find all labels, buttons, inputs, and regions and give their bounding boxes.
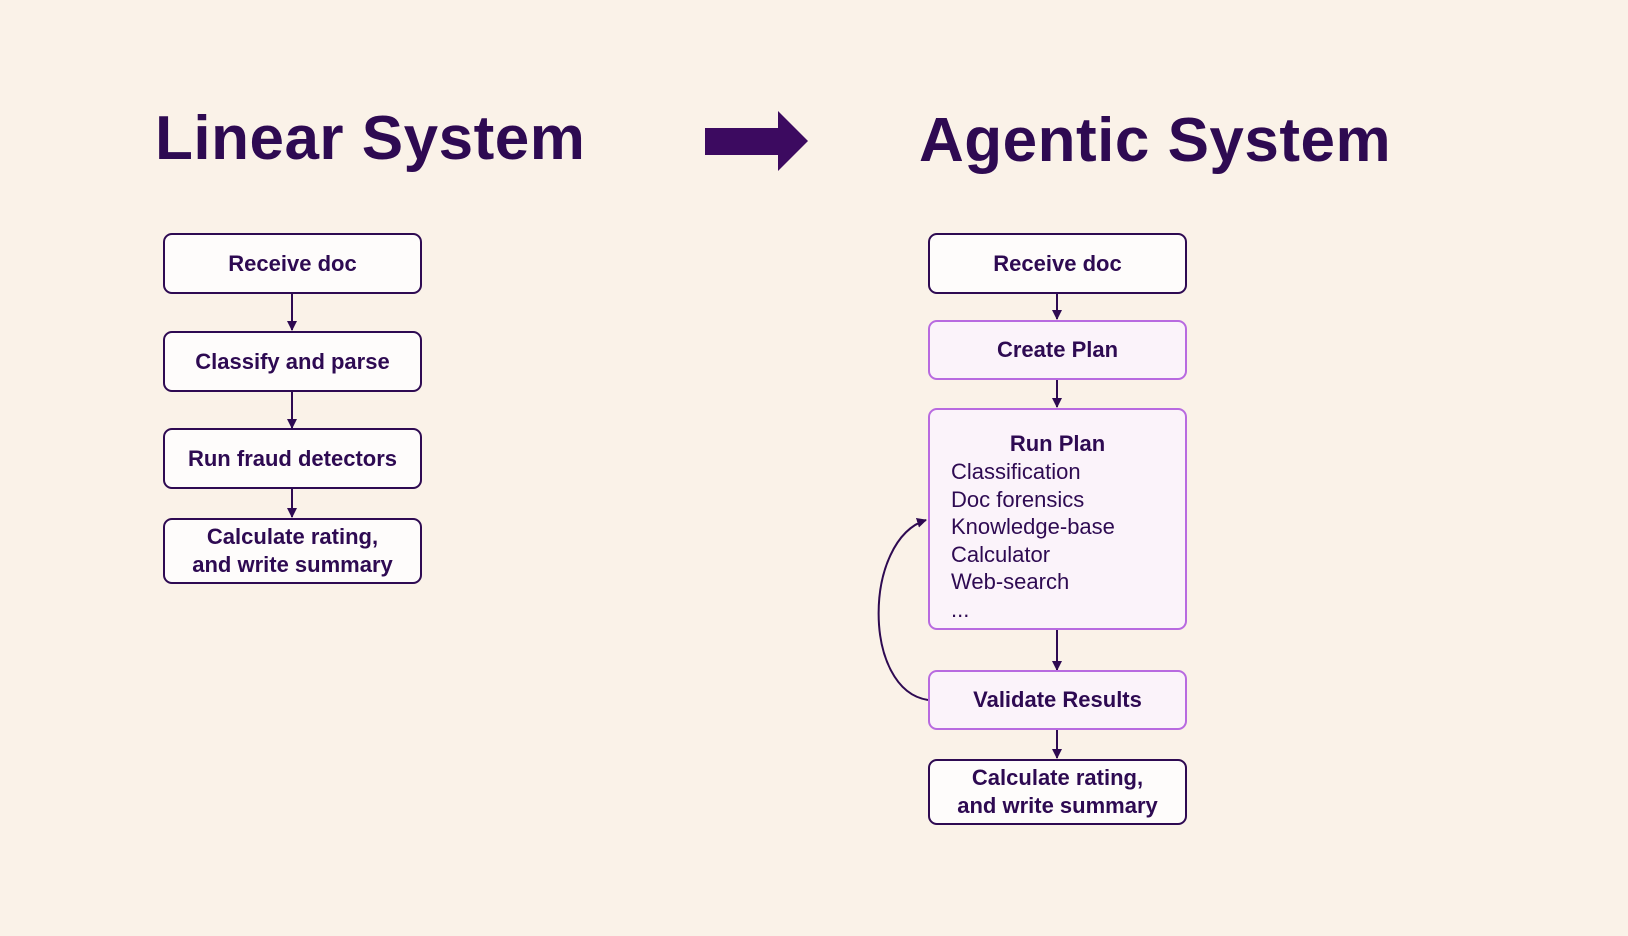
feedback-loop-arrow	[877, 517, 929, 701]
transition-arrow	[705, 111, 808, 171]
linear-fraud-detectors-box: Run fraud detectors	[163, 428, 422, 489]
linear-classify-parse-label: Classify and parse	[195, 348, 390, 374]
linear-classify-parse-box: Classify and parse	[163, 331, 422, 392]
agentic-create-plan-box: Create Plan	[928, 320, 1187, 380]
agentic-calculate-rating-line-2: and write summary	[957, 793, 1158, 818]
run-plan-title: Run Plan	[1009, 431, 1106, 456]
plan-step-doc-forensics: Doc forensics	[951, 486, 1085, 512]
agentic-receive-doc-box: Receive doc	[928, 233, 1187, 294]
agentic-validate-results-label: Validate Results	[973, 687, 1142, 712]
plan-step-knowledge-base: Knowledge-base	[951, 514, 1115, 539]
plan-step-ellipsis: ...	[951, 596, 970, 622]
agentic-receive-doc-label: Receive doc	[993, 250, 1122, 276]
agentic-run-plan-box: Run Plan Classification Doc forensics Kn…	[928, 408, 1187, 630]
agentic-system-title: Agentic System	[919, 106, 1392, 175]
linear-calculate-rating-line-1: Calculate rating,	[206, 524, 379, 549]
agentic-calculate-rating-box: Calculate rating, and write summary	[928, 759, 1187, 825]
agentic-validate-results-box: Validate Results	[928, 670, 1187, 730]
linear-calculate-rating-line-2: and write summary	[192, 552, 393, 577]
plan-step-calculator: Calculator	[951, 541, 1051, 567]
linear-receive-doc-label: Receive doc	[228, 250, 357, 276]
plan-step-classification: Classification	[951, 459, 1081, 484]
linear-receive-doc-box: Receive doc	[163, 233, 422, 294]
agentic-create-plan-label: Create Plan	[996, 337, 1119, 362]
linear-system-title: Linear System	[155, 104, 586, 173]
agentic-calculate-rating-line-1: Calculate rating,	[971, 765, 1144, 790]
linear-calculate-rating-box: Calculate rating, and write summary	[163, 518, 422, 584]
linear-fraud-detectors-label: Run fraud detectors	[187, 445, 398, 471]
plan-step-web-search: Web-search	[951, 569, 1070, 594]
